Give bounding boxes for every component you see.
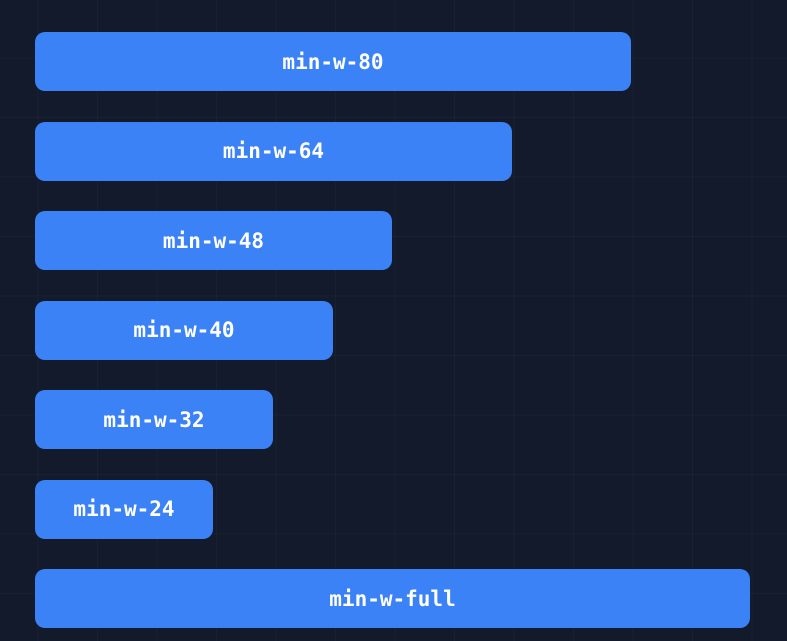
min-w-64-box: min-w-64: [35, 121, 512, 181]
min-w-24-box: min-w-24: [35, 479, 213, 539]
min-w-80-box: min-w-80: [35, 32, 631, 91]
min-w-full-box: min-w-full: [35, 569, 750, 628]
min-w-32-box: min-w-32: [35, 390, 273, 449]
min-w-48-box: min-w-48: [35, 211, 392, 270]
min-w-40-box: min-w-40: [35, 300, 333, 360]
min-width-demo-stack: min-w-80 min-w-64 min-w-48 min-w-40 min-…: [35, 32, 750, 628]
